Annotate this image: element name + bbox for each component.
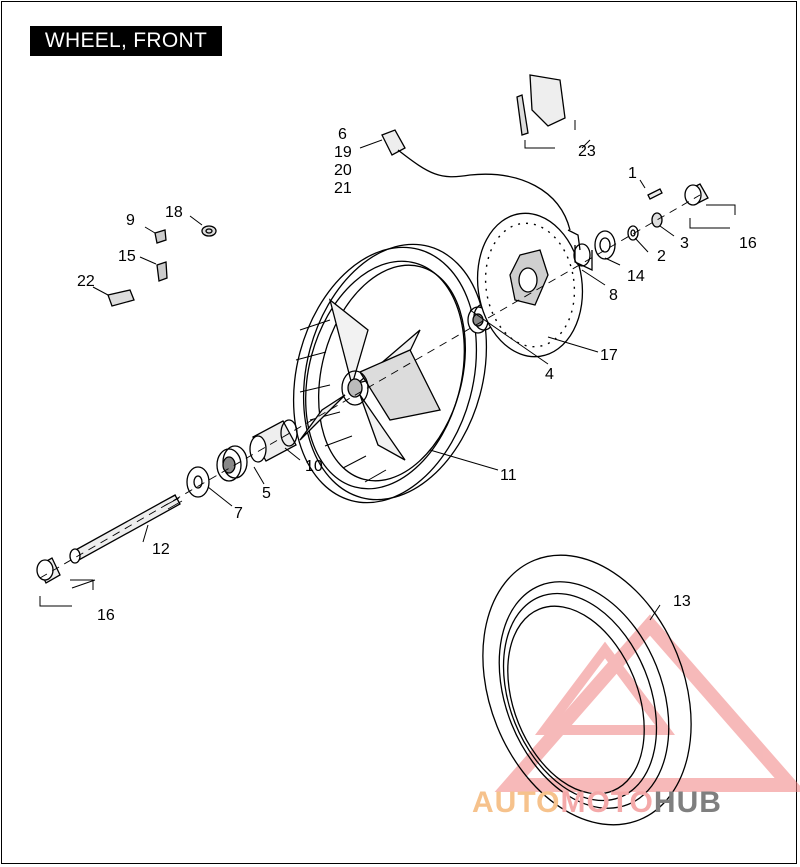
axle-cap (36, 557, 61, 584)
wheel-rim (292, 243, 488, 504)
callout-11: 11 (500, 467, 517, 484)
watermark-text: AUTOMOTOHUB (472, 786, 722, 820)
weight-nut (201, 225, 217, 237)
callout-23: 23 (578, 143, 596, 160)
callout-13: 13 (673, 593, 691, 610)
callout-1: 1 (628, 165, 637, 182)
bolt-small (647, 188, 663, 200)
callout-5: 5 (262, 485, 271, 502)
callout-10: 10 (305, 458, 323, 475)
callout-16-right: 16 (739, 235, 757, 252)
callout-20: 20 (334, 162, 352, 179)
callout-3: 3 (680, 235, 689, 252)
speed-sensor-cable (381, 129, 581, 251)
brake-disc (476, 212, 584, 358)
balance-weight (107, 289, 135, 307)
valve-cap (154, 229, 167, 244)
washer-small (627, 225, 639, 241)
callout-7: 7 (234, 505, 243, 522)
callout-21: 21 (334, 180, 352, 197)
callout-8: 8 (609, 287, 618, 304)
axle-nut-right (684, 183, 709, 206)
callout-17: 17 (600, 347, 618, 364)
bearing-right (467, 303, 495, 334)
nut-small (651, 212, 663, 228)
callout-2: 2 (657, 248, 666, 265)
bearing-left (216, 445, 248, 482)
diagram-title: WHEEL, FRONT (30, 26, 222, 56)
watermark-logo (494, 614, 800, 792)
callout-4: 4 (545, 366, 554, 383)
sensor-ring (573, 243, 593, 272)
spacer-washer (186, 466, 210, 498)
callout-16-left: 16 (97, 607, 115, 624)
callout-12: 12 (152, 541, 170, 558)
hub-spacer (594, 230, 616, 260)
brake-pad (516, 74, 566, 136)
watermark-moto: MOTO (560, 786, 654, 819)
callout-14: 14 (627, 268, 645, 285)
callout-9: 9 (126, 212, 135, 229)
valve-stem (156, 261, 168, 282)
spacer-sleeve (249, 419, 298, 463)
callout-6: 6 (338, 126, 347, 143)
callout-19: 19 (334, 144, 352, 161)
tire (482, 554, 692, 826)
callout-18: 18 (165, 204, 183, 221)
watermark-hub: HUB (653, 786, 722, 819)
callout-15: 15 (118, 248, 136, 265)
watermark-auto: AUTO (472, 786, 561, 819)
callout-22: 22 (77, 273, 95, 290)
